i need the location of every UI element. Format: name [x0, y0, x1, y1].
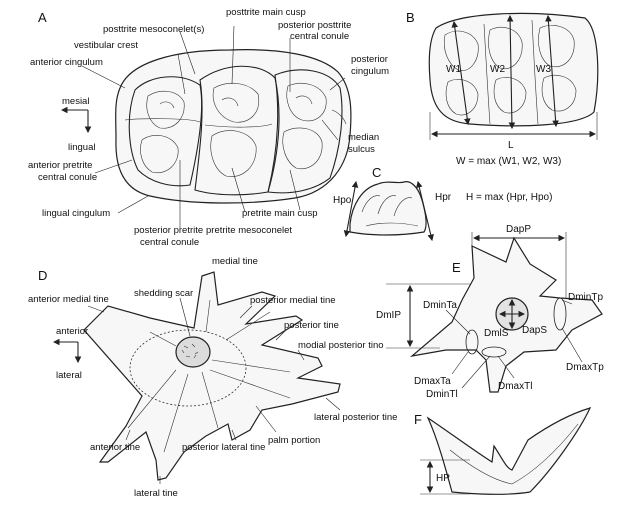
panel-a-leaders: [81, 25, 346, 228]
label-medial-tine: medial tine: [212, 256, 258, 267]
label-anterior-medial-tine: anterior medial tine: [28, 294, 109, 305]
label-median-sulcus-2: sulcus: [348, 144, 375, 155]
shedding-scar: [175, 336, 211, 368]
compass-d-vertical: lateral: [56, 370, 82, 381]
label-hpo: Hpo: [333, 195, 352, 206]
compass-d: anterior lateral: [52, 326, 88, 381]
label-posttrite-main-cusp: posttrite main cusp: [226, 7, 306, 18]
label-posterior-medial-tine: posterior medial tine: [250, 295, 336, 306]
label-anterior-cingulum: anterior cingulum: [30, 57, 103, 68]
panel-letter-b: B: [406, 10, 415, 25]
label-hp: HP: [436, 473, 450, 484]
label-posterior-posttrite-conule-2: central conule: [290, 31, 349, 42]
label-pretrite-mesoconelet: pretrite mesoconelet: [206, 225, 292, 236]
label-posterior-posttrite-conule-1: posterior posttrite: [278, 20, 351, 31]
label-modial-posterior-tino: modial posterior tino: [298, 340, 384, 351]
label-dapp: DapP: [506, 224, 531, 235]
panel-e: E DapP DmIP DminTa DmlS DapS DminTp Dmax…: [376, 224, 604, 400]
label-w1: W1: [446, 64, 461, 75]
molar-c-profile: [349, 181, 427, 236]
label-dmintl: DminTl: [426, 389, 458, 400]
label-w3: W3: [536, 64, 551, 75]
label-hpr: Hpr: [435, 192, 452, 203]
compass-a: mesial lingual: [60, 96, 95, 153]
label-shedding-scar: shedding scar: [134, 288, 193, 299]
label-dmls: DmlS: [484, 328, 509, 339]
panel-c: C Hpo Hpr H = max (Hpr, Hpo): [333, 165, 552, 242]
label-posterior-lateral-tine: posterior lateral tine: [182, 442, 265, 453]
label-posterior-cingulum-2: cingulum: [351, 66, 389, 77]
panel-letter-a: A: [38, 10, 47, 25]
formula-w: W = max (W1, W2, W3): [456, 156, 561, 167]
label-lateral-posterior-tine: lateral posterior tine: [314, 412, 397, 423]
label-posterior-tine: posterior tine: [284, 320, 339, 331]
label-dmaxtp: DmaxTp: [566, 362, 604, 373]
label-w2: W2: [490, 64, 505, 75]
label-daps: DapS: [522, 325, 547, 336]
molar-occlusal-drawing: [115, 49, 352, 204]
label-l: L: [508, 140, 514, 151]
compass-a-vertical: lingual: [68, 142, 95, 153]
label-pretrite-main-cusp: pretrite main cusp: [242, 208, 318, 219]
label-dminta: DminTa: [423, 300, 457, 311]
label-dmintp: DminTp: [568, 292, 603, 303]
label-vestibular-crest: vestibular crest: [74, 40, 138, 51]
label-posterior-cingulum-1: posterior: [351, 54, 388, 65]
label-lingual-cingulum: lingual cingulum: [42, 208, 110, 219]
panel-f: F HP: [414, 407, 592, 495]
panel-letter-f: F: [414, 412, 422, 427]
panel-letter-e: E: [452, 260, 461, 275]
label-posterior-pretrite-conule-2: central conule: [140, 237, 199, 248]
label-posterior-pretrite-conule-1: posterior pretrite: [134, 225, 203, 236]
label-anterior-tine: anterior tine: [90, 442, 140, 453]
panel-letter-d: D: [38, 268, 47, 283]
label-anterior-pretrite-conule-2: central conule: [38, 172, 97, 183]
label-posttrite-mesoconelets: posttrite mesoconelet(s): [103, 24, 204, 35]
panel-d: D medial tine shedding scar anterior med…: [28, 256, 397, 499]
label-dmaxtl: DmaxTl: [498, 381, 532, 392]
antler-palm-outline: [83, 271, 341, 481]
label-palm-portion: palm portion: [268, 435, 320, 446]
label-dmip: DmIP: [376, 310, 401, 321]
panel-letter-c: C: [372, 165, 381, 180]
antler-f-profile: [426, 407, 592, 495]
label-lateral-tine: lateral tine: [134, 488, 178, 499]
label-anterior-pretrite-conule-1: anterior pretrite: [28, 160, 92, 171]
label-dmaxta: DmaxTa: [414, 376, 451, 387]
panel-a: A: [28, 7, 389, 248]
panel-b: B W1 W2 W3 L W = max (W1, W2, W3): [406, 10, 599, 167]
compass-d-horizontal: anterior: [56, 326, 88, 337]
label-median-sulcus-1: median: [348, 132, 379, 143]
formula-h: H = max (Hpr, Hpo): [466, 192, 552, 203]
compass-a-horizontal: mesial: [62, 96, 89, 107]
